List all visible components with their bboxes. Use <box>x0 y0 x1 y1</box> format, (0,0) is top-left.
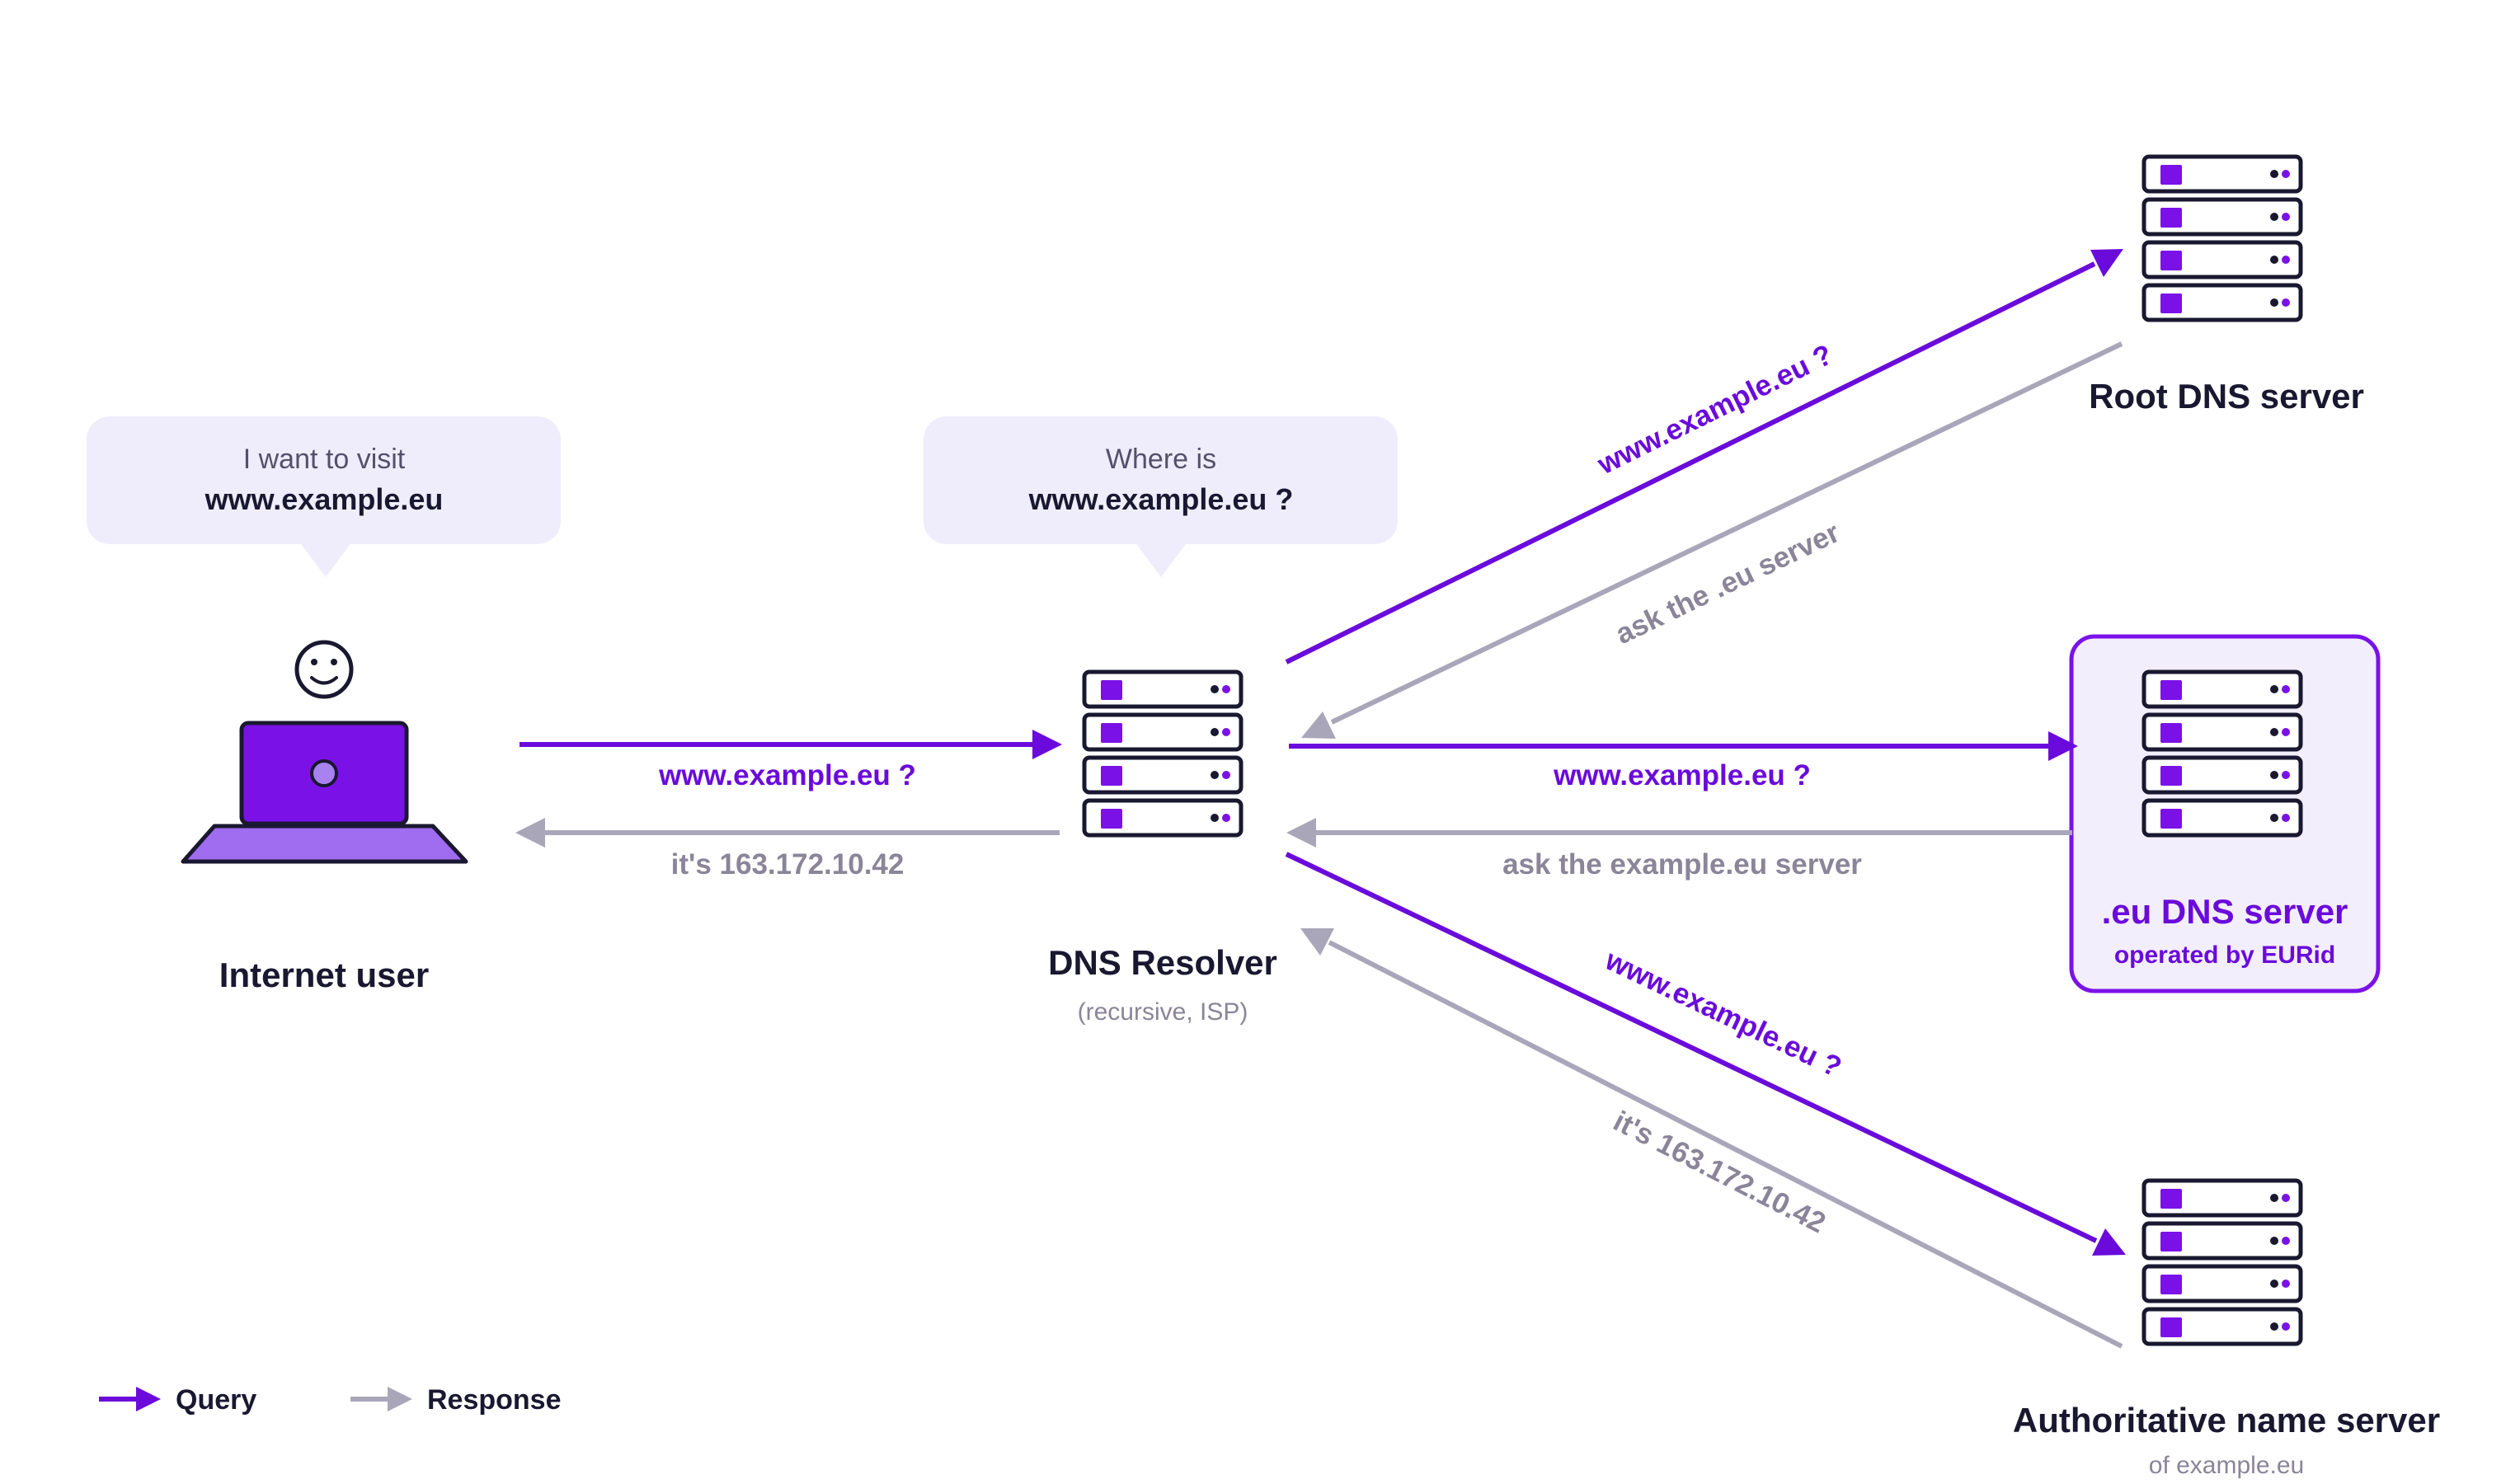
auth-response-arrow <box>1300 928 2123 1349</box>
legend-query-label: Query <box>176 1384 256 1416</box>
user-bubble-line2: www.example.eu <box>205 482 444 516</box>
root-response-label: ask the .eu server <box>1610 516 1845 650</box>
resolver-speech-bubble: Where is www.example.eu ? <box>924 416 1398 577</box>
eu-response-label: ask the example.eu server <box>1502 848 1862 881</box>
legend-response-label: Response <box>427 1384 562 1416</box>
dns-resolver-server-icon <box>1084 672 1241 835</box>
user-bubble-line1: I want to visit <box>243 444 406 475</box>
legend-response-arrow <box>350 1387 412 1411</box>
smiley-icon <box>294 640 354 699</box>
root-dns-server-title: Root DNS server <box>2089 377 2364 416</box>
root-query-arrow <box>1285 249 2123 665</box>
user-query-arrow <box>520 730 1062 759</box>
laptop-icon <box>181 721 468 864</box>
user-query-label: www.example.eu ? <box>658 759 916 791</box>
internet-user-title: Internet user <box>219 956 429 994</box>
authoritative-server-node: Authoritative name server of example.eu <box>2013 1181 2440 1479</box>
internet-user-node: Internet user <box>181 640 468 994</box>
root-response-arrow <box>1301 341 2123 739</box>
user-response-label: it's 163.172.10.42 <box>671 848 905 881</box>
dns-resolver-title: DNS Resolver <box>1048 943 1277 982</box>
eu-query-label: www.example.eu ? <box>1553 759 1811 791</box>
eu-dns-server-title: .eu DNS server <box>2102 892 2348 931</box>
eu-dns-server-node: .eu DNS server operated by EURid <box>2069 634 2381 993</box>
legend: Query Response <box>99 1384 562 1416</box>
resolver-bubble-line1: Where is <box>1106 444 1216 475</box>
eu-response-arrow <box>1286 818 2072 848</box>
resolver-bubble-line2: www.example.eu ? <box>1028 482 1294 516</box>
authoritative-server-icon <box>2144 1181 2301 1344</box>
eu-query-arrow <box>1289 731 2078 761</box>
authoritative-server-subtitle: of example.eu <box>2149 1452 2304 1479</box>
user-speech-bubble: I want to visit www.example.eu <box>87 416 561 577</box>
dns-resolver-node: DNS Resolver (recursive, ISP) <box>1048 672 1277 1026</box>
dns-resolver-subtitle: (recursive, ISP) <box>1078 998 1248 1026</box>
auth-response-label: it's 163.172.10.42 <box>1608 1105 1831 1239</box>
auth-query-arrow <box>1285 852 2126 1256</box>
root-dns-server-icon <box>2144 157 2301 320</box>
authoritative-server-title: Authoritative name server <box>2013 1401 2440 1439</box>
user-response-arrow <box>515 818 1060 848</box>
legend-query-arrow <box>99 1387 161 1411</box>
eu-dns-server-subtitle: operated by EURid <box>2114 942 2335 969</box>
root-dns-server-node: Root DNS server <box>2089 157 2364 416</box>
